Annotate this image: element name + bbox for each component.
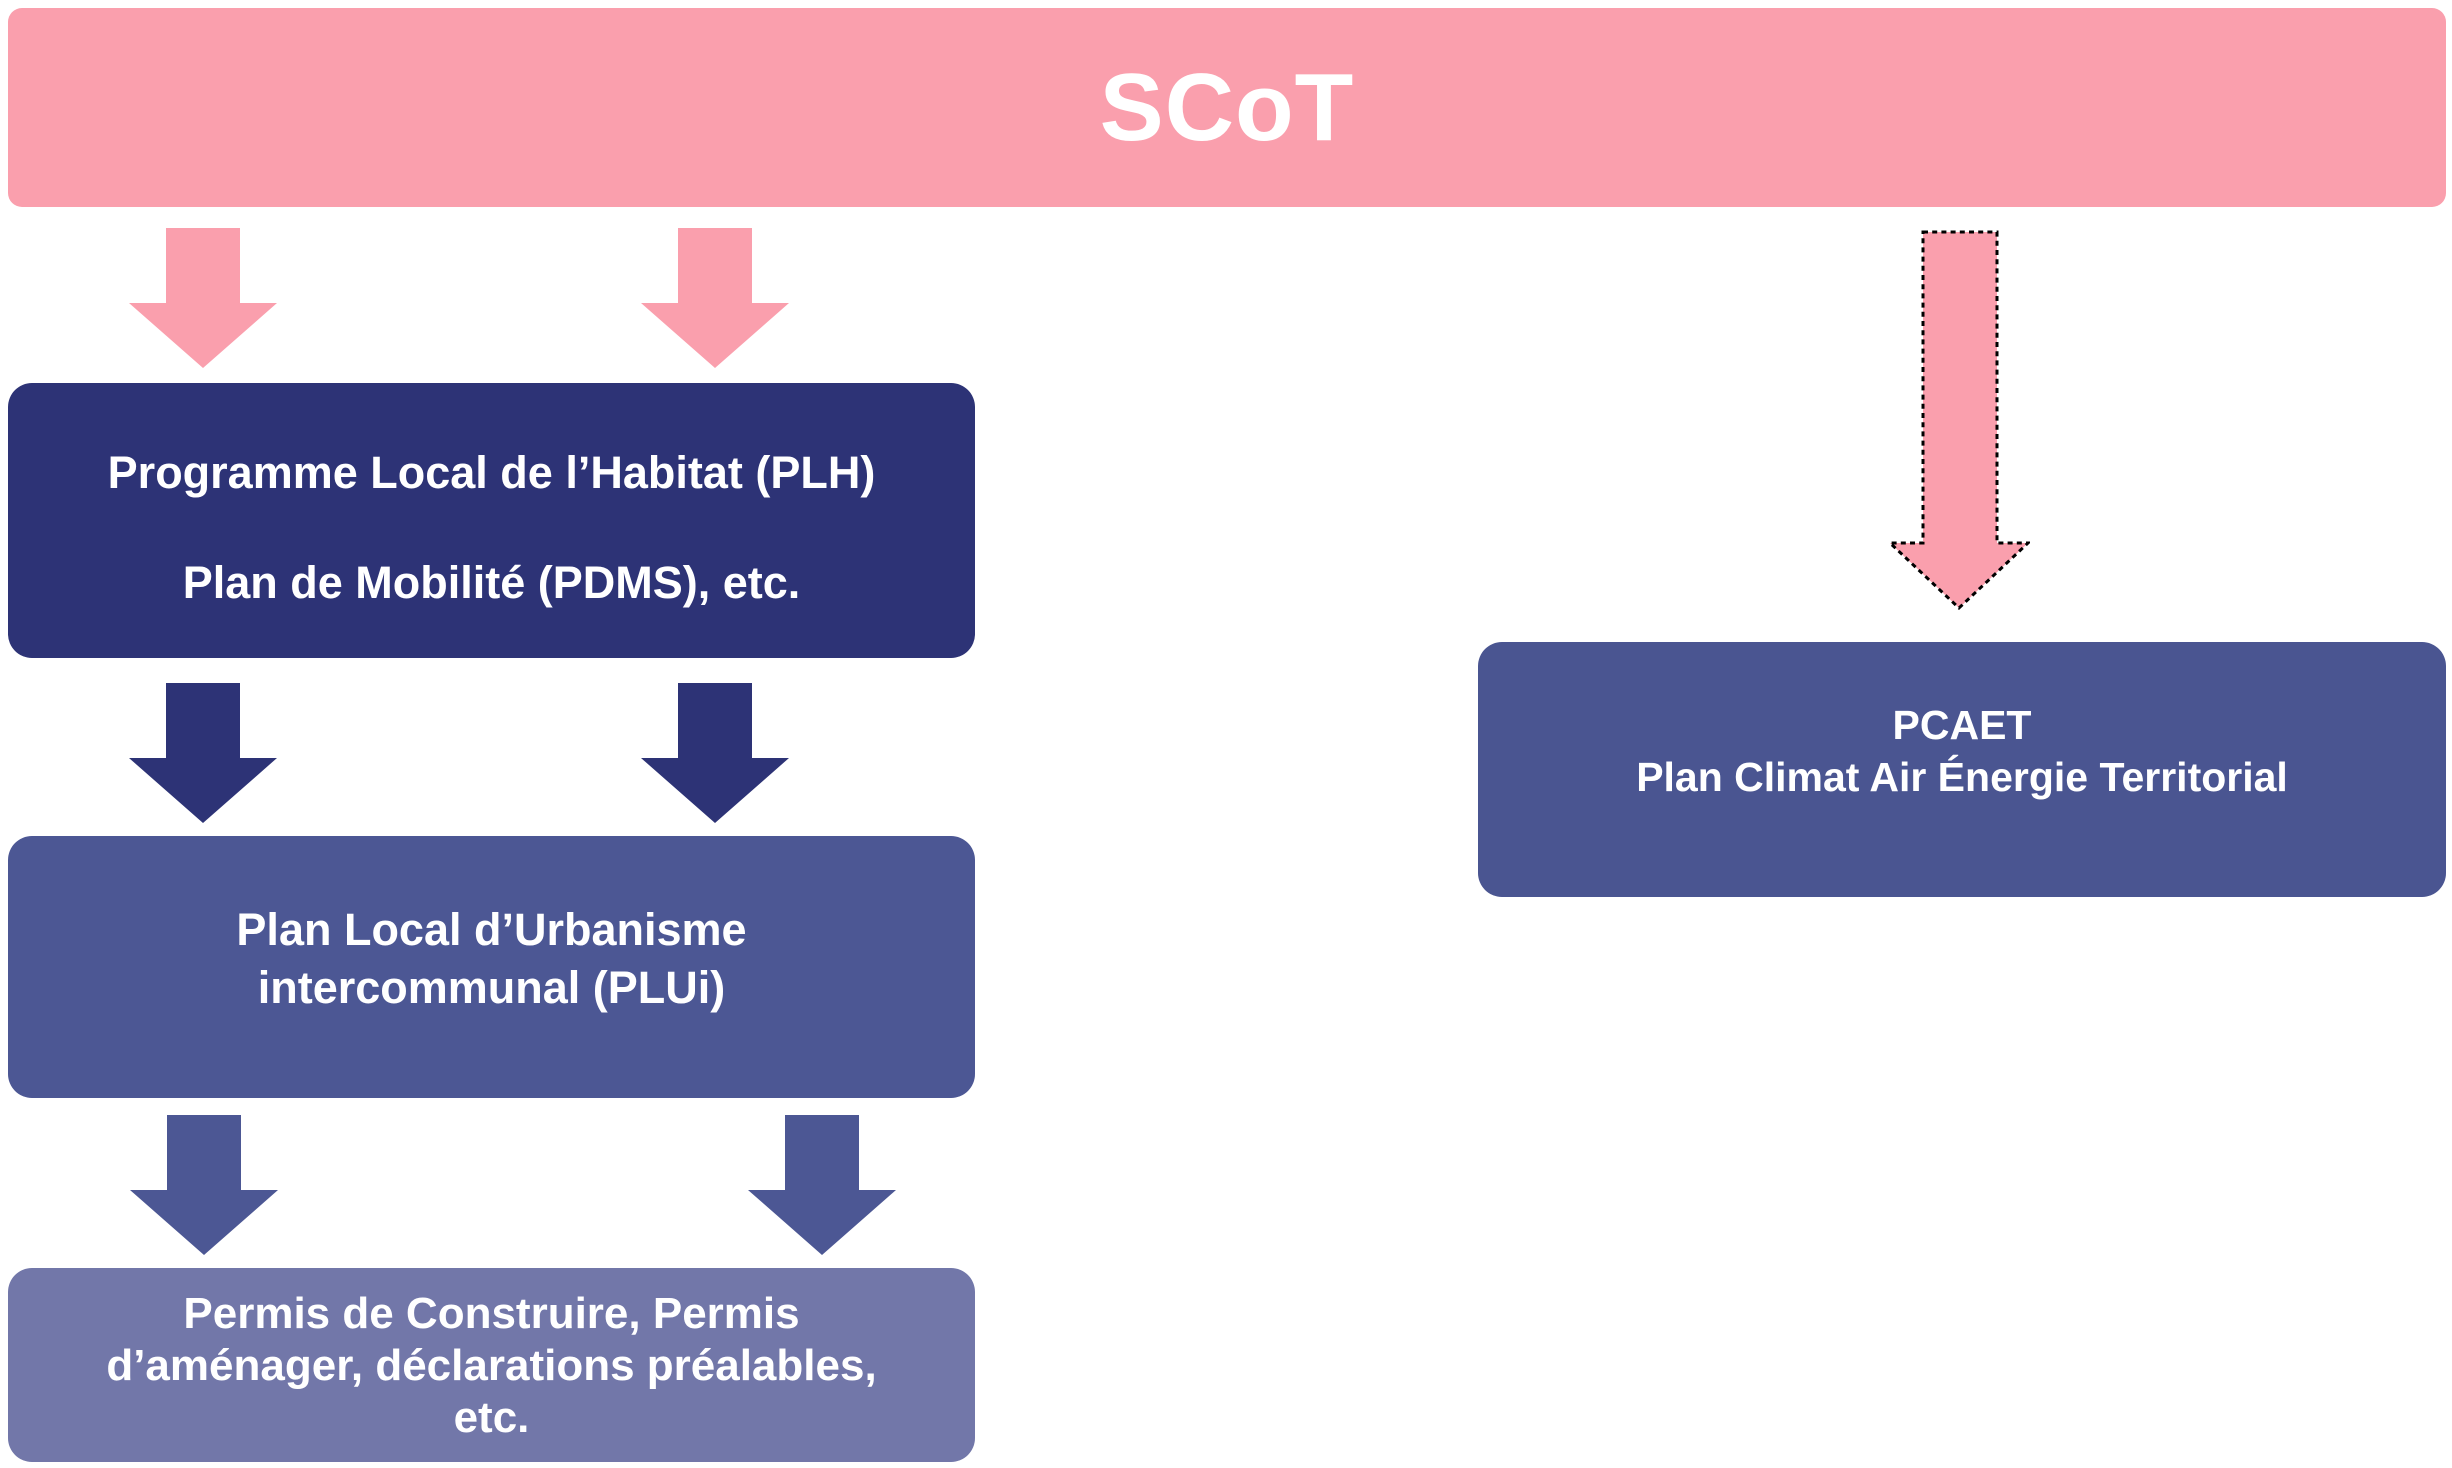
plui-to-permis-arrow-left-icon (130, 1115, 278, 1255)
permis-line-2: d’aménager, déclarations préalables, (106, 1341, 877, 1390)
plh-pdms-box: Programme Local de l’Habitat (PLH) Plan … (8, 383, 975, 658)
permis-line-3: etc. (453, 1393, 530, 1442)
plh-line: Programme Local de l’Habitat (PLH) (107, 446, 876, 498)
plui-to-permis-arrow-right-icon (748, 1115, 896, 1255)
arrow-shape (130, 1115, 278, 1255)
plh-to-plui-arrow-right-icon (641, 683, 789, 823)
scot-to-plh-arrow-right-icon (641, 228, 789, 368)
arrow-shape (129, 683, 277, 823)
scot-to-plh-arrow-left-icon (129, 228, 277, 368)
pcaet-line-2: Plan Climat Air Énergie Territorial (1636, 754, 2288, 800)
scot-title: SCoT (1099, 53, 1355, 161)
arrow-shape (641, 228, 789, 368)
scot-to-pcaet-dotted-arrow-icon (1888, 230, 2030, 611)
scot-banner: SCoT (8, 8, 2446, 207)
permis-box: Permis de Construire, Permis d’aménager,… (8, 1268, 975, 1462)
plui-line-1: Plan Local d’Urbanisme (236, 904, 747, 955)
permis-line-1: Permis de Construire, Permis (183, 1289, 800, 1338)
pcaet-box: PCAET Plan Climat Air Énergie Territoria… (1478, 642, 2446, 897)
plh-to-plui-arrow-left-icon (129, 683, 277, 823)
arrow-shape (748, 1115, 896, 1255)
arrow-shape (129, 228, 277, 368)
pdms-line: Plan de Mobilité (PDMS), etc. (182, 556, 801, 608)
pcaet-line-1: PCAET (1892, 702, 2032, 748)
plui-line-2: intercommunal (PLUi) (257, 962, 726, 1013)
arrow-shape (641, 683, 789, 823)
dotted-arrow-shape (1888, 230, 2030, 611)
plui-box: Plan Local d’Urbanisme intercommunal (PL… (8, 836, 975, 1098)
